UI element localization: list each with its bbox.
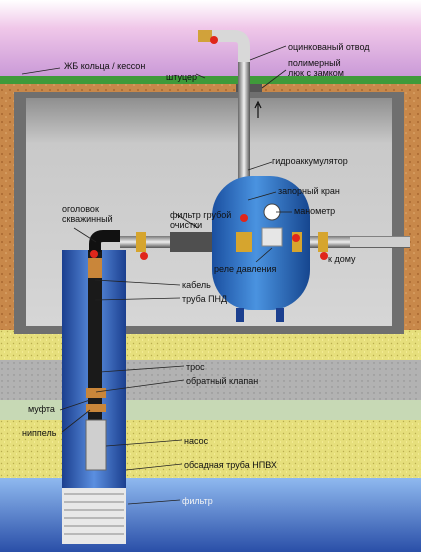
well-filter-section bbox=[62, 488, 126, 544]
label-pnd-pipe: труба ПНД bbox=[182, 294, 228, 304]
label-filter: фильтр грубой очистки bbox=[170, 210, 232, 230]
filter-slots bbox=[64, 493, 124, 535]
leader-lines bbox=[21, 45, 292, 505]
label-cable: кабель bbox=[182, 280, 211, 290]
label-hatch: полимерный люк с замком bbox=[288, 58, 344, 78]
valve-handles bbox=[90, 36, 328, 260]
check-valve bbox=[86, 388, 106, 398]
label-wellhead: оголовок скважинный bbox=[62, 204, 113, 224]
nipple bbox=[86, 404, 106, 412]
brass-fittings bbox=[136, 232, 328, 252]
pressure-switch bbox=[261, 227, 283, 247]
label-pump: насос bbox=[184, 436, 209, 446]
grass bbox=[0, 76, 421, 84]
label-gauge: манометр bbox=[294, 206, 336, 216]
galvanized-elbow bbox=[206, 30, 250, 62]
label-galv-elbow: оцинкованый отвод bbox=[288, 42, 370, 52]
label-coupling: муфта bbox=[28, 404, 55, 414]
drop-pipe bbox=[88, 250, 102, 420]
pump bbox=[85, 419, 107, 471]
wellhead-fitting bbox=[88, 258, 102, 278]
label-to-house: к дому bbox=[328, 254, 356, 264]
label-rope: трос bbox=[186, 362, 205, 372]
label-caisson: ЖБ кольца / кессон bbox=[64, 61, 146, 71]
accumulator-tank bbox=[212, 176, 310, 310]
label-nipple: ниппель bbox=[22, 428, 57, 438]
fitting bbox=[198, 30, 212, 42]
label-check-valve: обратный клапан bbox=[186, 376, 259, 386]
label-casing: обсадная труба НПВХ bbox=[184, 460, 277, 470]
label-accumulator: гидроаккумулятор bbox=[272, 156, 348, 166]
label-fitting: штуцер bbox=[166, 72, 198, 82]
wellhead-elbow bbox=[89, 230, 120, 252]
label-well-filter: фильтр bbox=[182, 496, 213, 506]
label-pressure-switch: реле давления bbox=[214, 264, 277, 274]
label-shutoff: запорный кран bbox=[278, 186, 340, 196]
